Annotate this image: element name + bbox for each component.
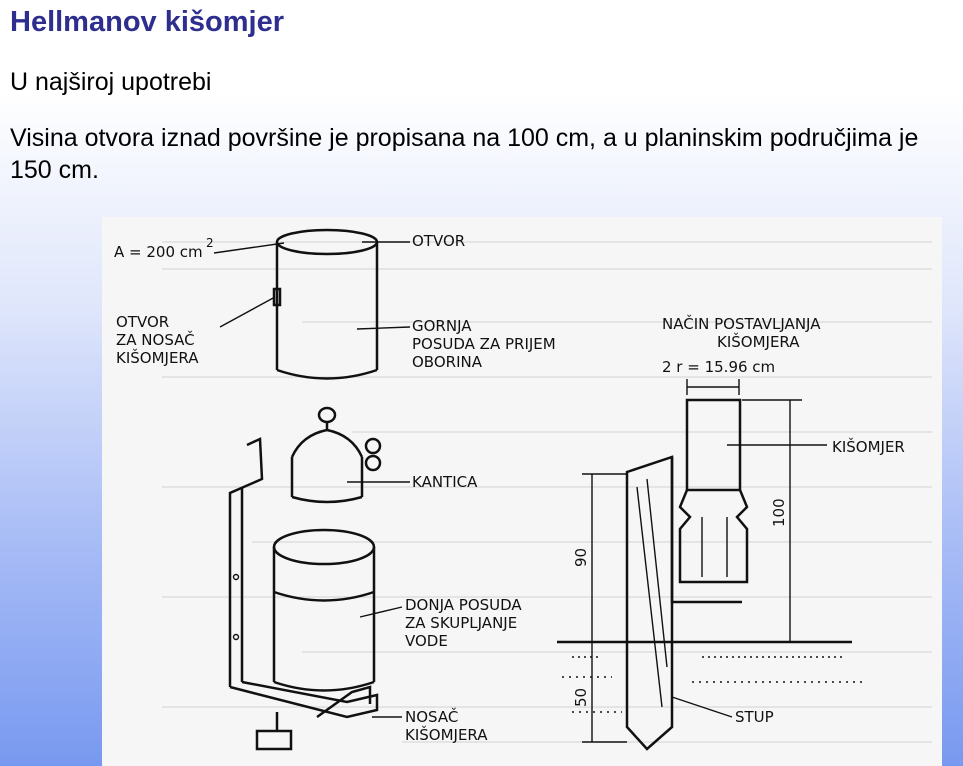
rain-gauge-diagram: A = 200 cm 2 OTVOR OTVOR ZA NOSAČ KIŠOMJ…	[102, 217, 942, 766]
label-donja-posuda: DONJA POSUDA ZA SKUPLJANJE VODE	[405, 596, 522, 650]
dimension-50: 50	[572, 642, 627, 743]
svg-text:NOSAČ: NOSAČ	[405, 707, 458, 726]
dimension-100: 100	[742, 399, 802, 642]
scan-background-lines	[162, 241, 932, 743]
svg-text:DONJA POSUDA: DONJA POSUDA	[405, 596, 522, 614]
svg-text:GORNJA: GORNJA	[412, 317, 472, 335]
label-kantica: KANTICA	[412, 473, 478, 491]
label-nacin-postavljanja: NAČIN POSTAVLJANJA KIŠOMJERA	[662, 314, 821, 351]
diagram-canvas: A = 200 cm 2 OTVOR OTVOR ZA NOSAČ KIŠOMJ…	[114, 228, 932, 751]
bullet-height: Visina otvora iznad površine je propisan…	[10, 124, 919, 184]
svg-text:OBORINA: OBORINA	[412, 353, 483, 371]
label-otvor: OTVOR	[412, 232, 465, 250]
label-gornja-posuda: GORNJA POSUDA ZA PRIJEM OBORINA	[412, 317, 556, 371]
svg-text:KIŠOMJERA: KIŠOMJERA	[116, 348, 199, 367]
label-stup: STUP	[735, 708, 774, 726]
label-kisomjer: KIŠOMJER	[832, 437, 905, 456]
label-nosac: NOSAČ KIŠOMJERA	[405, 707, 488, 744]
svg-text:KIŠOMJERA: KIŠOMJERA	[405, 725, 488, 744]
installed-gauge	[670, 398, 749, 604]
post-stup	[625, 455, 674, 751]
svg-text:KIŠOMJERA: KIŠOMJERA	[717, 332, 800, 351]
svg-text:ZA SKUPLJANJE: ZA SKUPLJANJE	[405, 614, 517, 632]
ground	[557, 640, 862, 713]
area-label: A = 200 cm	[114, 243, 203, 261]
dim-100-label: 100	[770, 498, 788, 527]
gauge-bracket	[228, 437, 379, 751]
label-radius: 2 r = 15.96 cm	[662, 358, 775, 376]
dimension-90: 90	[572, 473, 627, 642]
svg-text:ZA NOSAČ: ZA NOSAČ	[116, 330, 195, 349]
area-exponent: 2	[206, 236, 214, 250]
kantica-bottle	[290, 406, 382, 504]
upper-collector	[272, 228, 379, 380]
svg-text:POSUDA ZA PRIJEM: POSUDA ZA PRIJEM	[412, 335, 556, 353]
dim-50-label: 50	[572, 688, 590, 707]
slide-title: Hellmanov kišomjer	[10, 6, 284, 38]
label-otvor-nosac: OTVOR ZA NOSAČ KIŠOMJERA	[116, 313, 199, 367]
lower-container	[272, 528, 376, 692]
bullet-usage: U najširoj upotrebi	[10, 68, 212, 96]
svg-text:OTVOR: OTVOR	[116, 313, 169, 331]
svg-text:NAČIN POSTAVLJANJA: NAČIN POSTAVLJANJA	[662, 314, 821, 333]
svg-text:VODE: VODE	[405, 632, 448, 650]
dim-90-label: 90	[572, 548, 590, 567]
